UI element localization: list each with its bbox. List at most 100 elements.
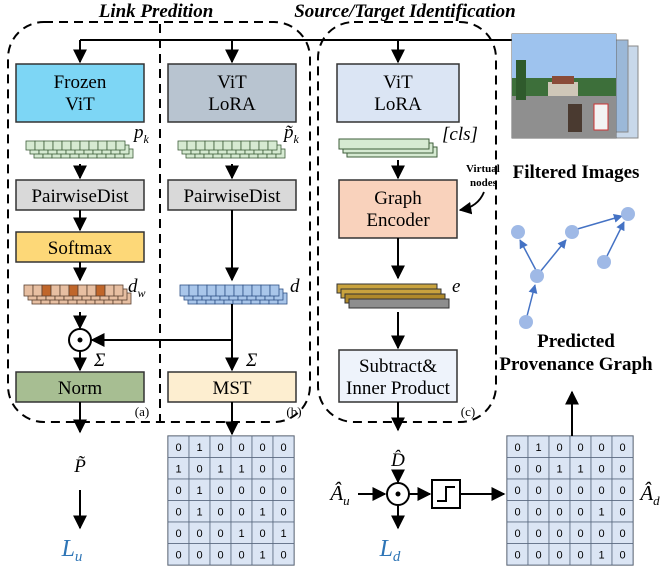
matrix-value: 0	[619, 442, 625, 454]
matrix-value: 0	[238, 506, 244, 518]
cls-tokens	[338, 138, 438, 158]
matrix-cell	[611, 543, 634, 566]
norm-label: Norm	[58, 378, 103, 399]
matrix-value: 0	[598, 463, 604, 475]
matrix-value: 1	[175, 463, 181, 475]
token-cell	[104, 284, 115, 297]
token-cell	[86, 284, 97, 297]
matrix-value: 0	[217, 442, 223, 454]
panel-b-tag: (b)	[286, 404, 301, 419]
matrix-value: 0	[619, 506, 625, 518]
subtract-label-1: Subtract&	[359, 356, 437, 377]
matrix-value: 0	[259, 463, 265, 475]
token-cell	[95, 284, 106, 297]
matrix-value: 1	[598, 549, 604, 561]
subtract-inner-product-box	[338, 349, 458, 403]
filtered-images-label: Filtered Images	[513, 162, 640, 183]
token-cell	[88, 140, 99, 151]
token-cell	[197, 284, 208, 297]
matrix-value: 0	[556, 506, 562, 518]
matrix-value: 0	[577, 549, 583, 561]
matrix-value: 0	[514, 506, 520, 518]
token-cell	[188, 284, 199, 297]
matrix-value: 0	[598, 442, 604, 454]
embedding-tokens-e	[336, 283, 450, 309]
virtual-nodes-label-2: nodes	[470, 177, 498, 189]
matrix-value: 0	[217, 506, 223, 518]
matrix-value: 1	[238, 528, 244, 540]
matrix-cell	[272, 543, 295, 566]
token-cell	[61, 140, 72, 151]
cls-label: [cls]	[442, 124, 478, 145]
matrix-value: 0	[175, 485, 181, 497]
matrix-value: 0	[619, 528, 625, 540]
matrix-value: 1	[196, 442, 202, 454]
token-cell	[186, 140, 197, 151]
matrix-value: 0	[535, 506, 541, 518]
graph-node	[621, 207, 635, 221]
token-cell	[77, 284, 88, 297]
source-target-title: Source/Target Identification	[294, 1, 516, 22]
matrix-value: 0	[259, 528, 265, 540]
matrix-value: 0	[259, 485, 265, 497]
virtual-nodes-label-1: Virtual	[466, 163, 500, 175]
token-cell	[106, 140, 117, 151]
matrix-value: 0	[535, 528, 541, 540]
token-cell	[222, 140, 233, 151]
matrix-value: 0	[175, 506, 181, 518]
provenance-graph-mini	[511, 207, 635, 329]
token-cell	[195, 140, 206, 151]
softmax-box	[15, 231, 145, 263]
token-cell	[260, 284, 271, 297]
softmax-label: Softmax	[48, 238, 113, 259]
graph-encoder-label-1: Graph	[374, 188, 422, 209]
matrix-value: 1	[196, 485, 202, 497]
graph-node	[511, 225, 525, 239]
matrix-value: 0	[577, 442, 583, 454]
matrix-value: 0	[196, 549, 202, 561]
loss-ld: Ld	[379, 536, 401, 565]
token-cell	[32, 284, 43, 297]
matrix-value: 0	[556, 528, 562, 540]
token-cell	[50, 284, 61, 297]
pk-tilde-label: p̃k	[282, 122, 300, 146]
vit-lora-c-label-2: LoRA	[374, 94, 422, 115]
matrix-value: 0	[619, 485, 625, 497]
matrix-value: 0	[598, 528, 604, 540]
matrix-value: 1	[556, 463, 562, 475]
token-cell	[213, 140, 224, 151]
matrix-value: 1	[217, 463, 223, 475]
matrix-value: 0	[619, 463, 625, 475]
matrix-value: 0	[217, 549, 223, 561]
matrix-value: 0	[577, 506, 583, 518]
matrix-value: 1	[259, 549, 265, 561]
vit-lora-b-label-2: LoRA	[208, 94, 256, 115]
matrix-value: 1	[196, 506, 202, 518]
token-cell	[177, 140, 188, 151]
matrix-value: 1	[280, 528, 286, 540]
matrix-value: 0	[514, 549, 520, 561]
token-cell	[179, 284, 190, 297]
vit-lora-c-box	[336, 63, 460, 123]
matrix-value: 0	[577, 528, 583, 540]
matrix-value: 0	[196, 463, 202, 475]
patch-tokens-b	[177, 140, 286, 159]
token-cell	[97, 140, 108, 151]
matrix-value: 0	[217, 485, 223, 497]
link-prediction-title: Link Predition	[98, 1, 214, 22]
token-cell	[224, 284, 235, 297]
p-tilde-label: P̃	[73, 456, 86, 477]
step-function-icon	[437, 486, 455, 502]
matrix-value: 0	[514, 485, 520, 497]
matrix-value: 0	[577, 485, 583, 497]
d-hat-label: D̂	[390, 450, 405, 471]
matrix-value: 0	[535, 485, 541, 497]
frozen-vit-label-2: ViT	[65, 94, 95, 115]
token-cell	[79, 140, 90, 151]
matrix-value: 1	[535, 442, 541, 454]
matrix-value: 0	[598, 485, 604, 497]
matrix-value: 0	[238, 549, 244, 561]
pairwise-dist-b-box	[167, 179, 297, 211]
token-cell	[231, 140, 242, 151]
matrix-value: 0	[556, 442, 562, 454]
